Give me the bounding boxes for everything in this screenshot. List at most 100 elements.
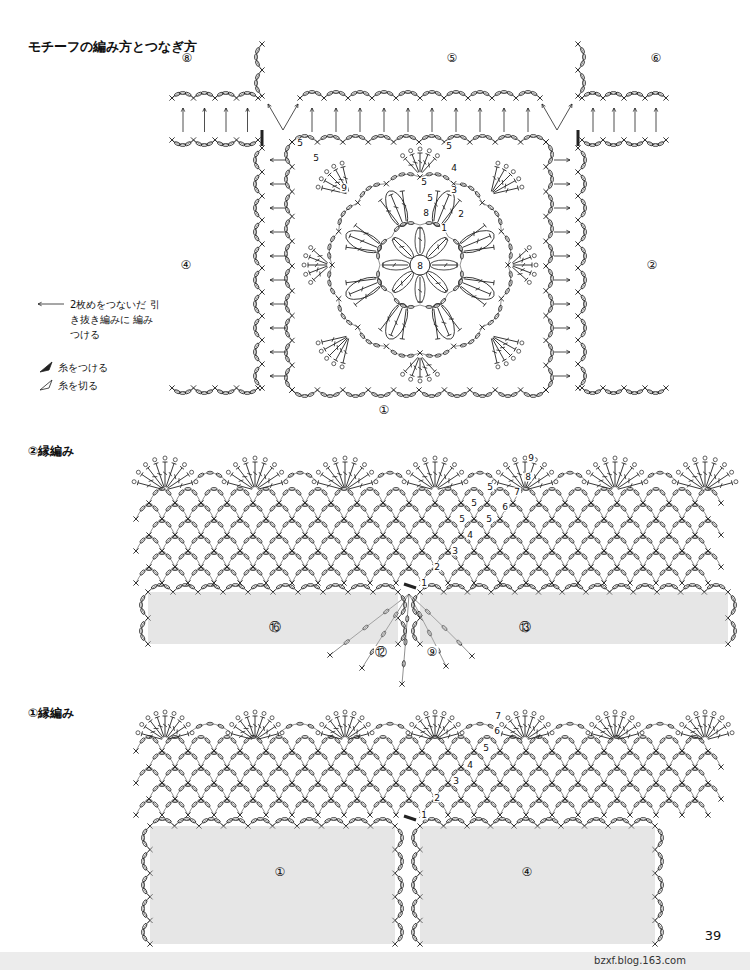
join-arrow xyxy=(384,108,385,132)
chain-stitch xyxy=(548,318,553,325)
chain-stitch xyxy=(403,395,409,398)
chain-stitch xyxy=(646,521,653,528)
chain-loop xyxy=(253,489,279,503)
arrow-head xyxy=(270,230,274,233)
chain-stitch xyxy=(633,569,640,576)
chain-stitch xyxy=(580,234,586,241)
chain-stitch xyxy=(399,553,406,560)
chain-stitch xyxy=(255,60,260,67)
chain-stitch xyxy=(523,135,530,140)
chain-stitch xyxy=(178,537,185,544)
picot xyxy=(623,458,627,462)
single-crochet xyxy=(185,548,190,553)
double-crochet xyxy=(322,474,343,488)
stitch-tick xyxy=(518,273,523,275)
chain-loop xyxy=(305,489,331,503)
picot xyxy=(370,470,374,474)
chain-stitch xyxy=(698,489,705,496)
chain-stitch xyxy=(685,553,692,560)
chain-stitch xyxy=(425,521,432,528)
chain-stitch xyxy=(516,505,523,512)
chain-stitch xyxy=(460,271,463,278)
chain-stitch xyxy=(384,392,391,397)
single-crochet xyxy=(172,500,177,505)
picot xyxy=(302,263,306,267)
chain-stitch xyxy=(435,135,442,140)
single-crochet xyxy=(614,532,619,537)
chain-stitch xyxy=(386,569,393,576)
single-crochet xyxy=(315,139,320,144)
chain-loop xyxy=(682,569,708,583)
single-crochet xyxy=(679,580,684,585)
chain-stitch xyxy=(321,505,328,512)
stitch-top xyxy=(191,480,192,485)
chain-stitch xyxy=(594,505,601,512)
single-crochet xyxy=(614,564,619,569)
chain-stitch xyxy=(400,621,406,628)
stitch-top xyxy=(457,472,460,476)
chain-stitch xyxy=(633,505,640,512)
stitch-top xyxy=(489,234,491,239)
chain-stitch xyxy=(360,505,367,512)
chain-stitch xyxy=(226,584,233,590)
single-crochet xyxy=(588,500,593,505)
single-crochet xyxy=(289,288,294,293)
chain-stitch xyxy=(620,553,627,560)
chain-stitch xyxy=(711,553,718,560)
chain-loop xyxy=(526,537,552,551)
single-crochet xyxy=(276,532,281,537)
single-crochet xyxy=(575,169,580,174)
stitch-tick xyxy=(395,321,398,325)
stitch-tick xyxy=(340,348,342,353)
picot xyxy=(263,458,267,462)
picot xyxy=(676,470,680,474)
chain-stitch xyxy=(399,569,406,576)
petal xyxy=(424,235,451,262)
picot xyxy=(517,349,521,353)
chain-stitch xyxy=(165,537,172,544)
chain-loop xyxy=(454,184,483,203)
stitch-top xyxy=(514,463,519,465)
single-crochet xyxy=(536,564,541,569)
single-crochet xyxy=(416,139,421,144)
chain-loop xyxy=(266,505,292,519)
chain-loop xyxy=(370,569,396,583)
chain-stitch xyxy=(511,135,518,140)
single-crochet xyxy=(640,500,645,505)
double-crochet xyxy=(437,468,452,488)
chain-stitch xyxy=(285,275,288,281)
chain-loop xyxy=(474,569,500,583)
stitch-top xyxy=(378,328,382,331)
chain-stitch xyxy=(152,537,159,544)
join-arrow xyxy=(270,304,286,305)
chain-loop xyxy=(214,569,240,583)
single-crochet xyxy=(289,164,294,169)
chain-stitch xyxy=(255,54,258,60)
stitch-top xyxy=(497,480,498,485)
chain-stitch xyxy=(580,60,585,67)
stitch-tick xyxy=(169,472,172,476)
stitch-tick xyxy=(507,484,511,487)
single-crochet xyxy=(458,532,463,537)
chain-loop xyxy=(695,521,721,535)
chain-stitch xyxy=(405,91,411,94)
chain-stitch xyxy=(165,521,172,528)
double-crochet xyxy=(422,159,435,173)
chain-stitch xyxy=(529,521,536,528)
chain-stitch xyxy=(367,488,373,491)
double-crochet xyxy=(142,474,163,488)
chain-stitch xyxy=(243,521,250,528)
chain-stitch xyxy=(211,488,217,491)
single-crochet xyxy=(328,564,333,569)
chain-stitch xyxy=(206,141,213,146)
chain-stitch xyxy=(139,537,146,544)
arrow-head xyxy=(270,350,274,353)
stitch-tick xyxy=(315,263,318,267)
stitch-tick xyxy=(715,474,716,479)
stitch-tick xyxy=(449,318,454,319)
chain-loop xyxy=(344,537,370,551)
chain-loop xyxy=(396,537,422,551)
single-crochet xyxy=(367,516,372,521)
double-crochet xyxy=(391,195,402,223)
chain-stitch xyxy=(320,135,327,140)
